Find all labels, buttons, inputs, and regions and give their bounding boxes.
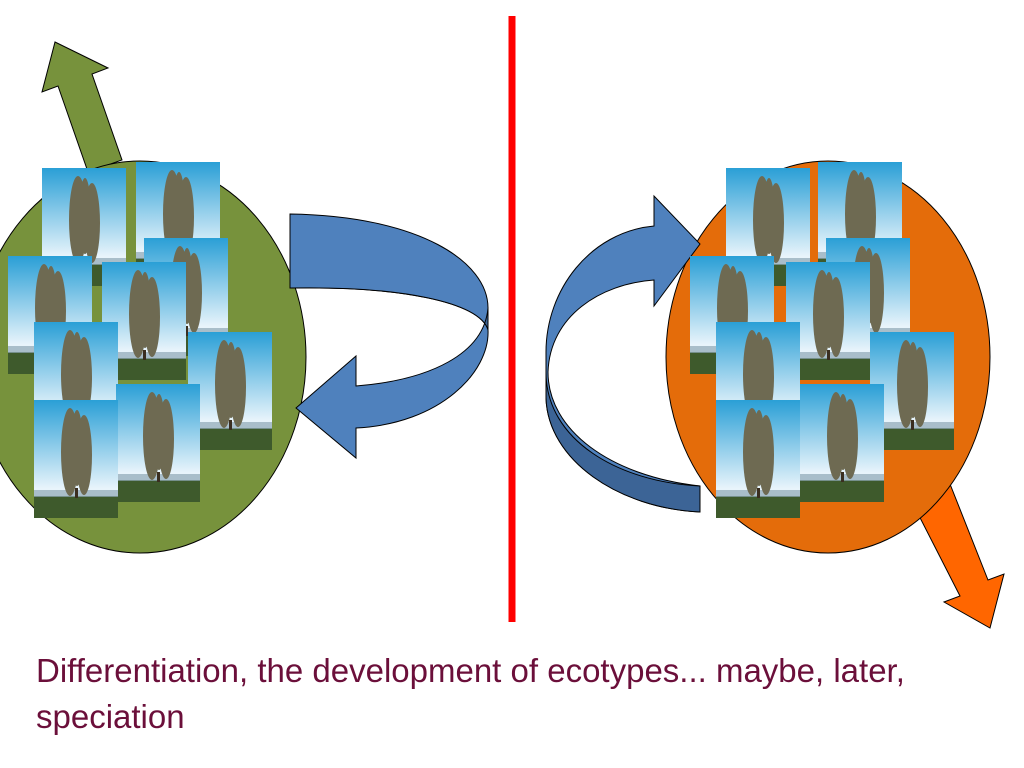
right-selection-arrow [911,483,1005,629]
tree-photo-icon [116,384,200,502]
left-selection-arrow [41,41,123,173]
left-loop-arrow [289,213,489,460]
right-loop-arrow [545,194,701,513]
right-population [545,160,1005,629]
tree-photo-icon [34,400,118,518]
left-population [0,41,307,554]
tree-photo-icon [188,332,272,450]
slide-caption: Differentiation, the development of ecot… [36,652,905,735]
tree-photo-icon [800,384,884,502]
tree-photo-icon [716,400,800,518]
